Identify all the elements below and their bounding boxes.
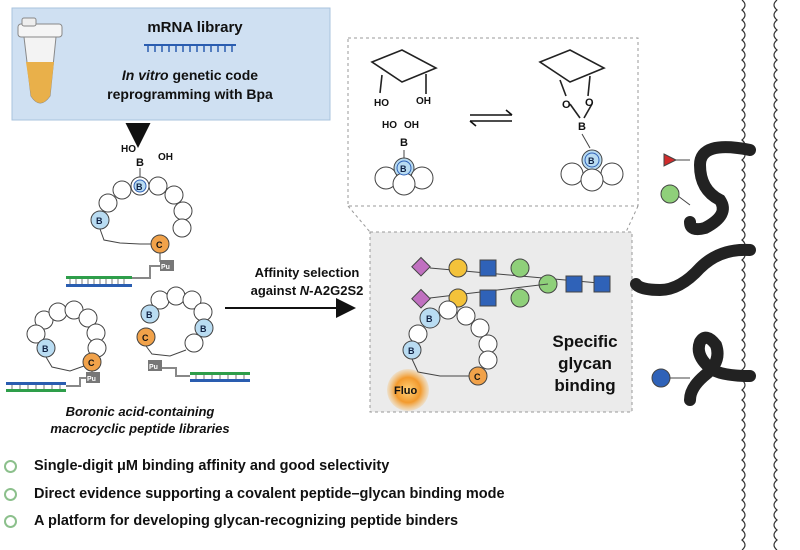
in-vitro-text: In vitro: [121, 67, 169, 83]
cys-label-right: C: [142, 333, 149, 343]
glycan-chain-top: [411, 256, 611, 294]
bound-boron-label-1: B: [426, 314, 433, 324]
boronic-peptide-right: [136, 286, 214, 357]
reprogramming-line-2: reprogramming with Bpa: [107, 86, 273, 102]
bound-boron-label-2: B: [408, 346, 415, 356]
boron-center-right: B: [578, 121, 586, 133]
boron-label-right-2: B: [200, 324, 207, 334]
cys-label-left: C: [88, 358, 95, 368]
cys-label-top: C: [156, 240, 163, 250]
puromycin-label-left: Pu: [87, 376, 96, 383]
dna-duplex-left: [6, 372, 100, 392]
boronic-oh: OH: [404, 120, 419, 131]
puromycin-label-top: Pu: [161, 264, 170, 271]
diol-oh-left: OH: [416, 96, 431, 107]
svg-text:OH: OH: [158, 152, 173, 163]
bullet-item: Single-digit μM binding affinity and goo…: [4, 455, 389, 477]
mrna-library-title: mRNA library: [147, 19, 243, 36]
against-text: against: [250, 283, 300, 298]
svg-text:HO: HO: [121, 144, 136, 155]
boronic-peptide-left: [26, 300, 107, 378]
mrna-strand-icon: [144, 44, 236, 52]
glycoprotein-upper: [660, 141, 756, 236]
cell-membrane: [737, 0, 782, 550]
bullet-circle-icon: [4, 459, 17, 473]
library-caption-line-1: Boronic acid-containing: [65, 404, 215, 419]
boron-residue-label-left: B: [400, 164, 407, 174]
boron-label-side: B: [96, 216, 103, 226]
mrna-library-box: [11, 7, 331, 121]
boronic-ho: HO: [382, 120, 397, 131]
fluorophore-label: Fluo: [394, 385, 417, 397]
fluorophore: [387, 369, 429, 411]
bullet-text: Single-digit μM binding affinity and goo…: [34, 458, 390, 474]
bullet-item: Direct evidence supporting a covalent pe…: [4, 483, 505, 505]
bound-cys-label: C: [474, 372, 481, 382]
dna-duplex-right: [148, 360, 250, 382]
test-tube-icon: [17, 17, 63, 104]
glycoprotein-middle: [630, 243, 756, 297]
bound-peptide: [402, 300, 498, 386]
glycan-chain-bottom: [411, 283, 549, 309]
binding-label-line-3: binding: [554, 376, 616, 395]
library-caption-line-2: macrocyclic peptide libraries: [50, 421, 230, 436]
n-italic: N: [299, 283, 310, 298]
bullet-circle-icon: [4, 487, 17, 501]
dna-duplex-top: [66, 260, 174, 287]
genetic-code-text: genetic code: [168, 67, 259, 83]
puromycin-label-right: Pu: [149, 364, 158, 371]
diol-sugar-left: [370, 49, 438, 94]
boron-label-left: B: [42, 344, 49, 354]
ester-o-right: O: [585, 97, 594, 109]
glycoprotein-lower: [651, 331, 756, 406]
boronate-ester-right: [538, 49, 606, 119]
boron-center-left: B: [400, 137, 408, 149]
boron-label-top: B: [136, 182, 143, 192]
affinity-selection-line-2: against N-A2G2S2: [212, 283, 402, 298]
boronic-peptide-main: HO OH B: [90, 144, 193, 262]
reprogramming-line-1: In vitro genetic code: [60, 67, 320, 83]
binding-label-line-2: glycan: [558, 354, 612, 373]
bullet-item: A platform for developing glycan-recogni…: [4, 510, 458, 532]
zoom-connector: [347, 205, 639, 233]
equilibrium-arrows: [469, 109, 513, 127]
affinity-selection-line-1: Affinity selection: [254, 265, 360, 280]
binding-label-line-1: Specific: [552, 332, 618, 351]
ester-o-left: O: [562, 99, 571, 111]
a2g2s2-text: -A2G2S2: [309, 283, 364, 298]
boronic-residue-right: [560, 133, 624, 192]
bullet-text: A platform for developing glycan-recogni…: [34, 513, 459, 529]
bullet-circle-icon: [4, 514, 17, 528]
boronic-residue-left: [374, 150, 434, 196]
boron-label-right-1: B: [146, 310, 153, 320]
diol-ho-left-1: HO: [374, 98, 389, 109]
boron-residue-label-right: B: [588, 156, 595, 166]
svg-text:B: B: [136, 157, 144, 169]
bullet-text: Direct evidence supporting a covalent pe…: [34, 486, 505, 502]
